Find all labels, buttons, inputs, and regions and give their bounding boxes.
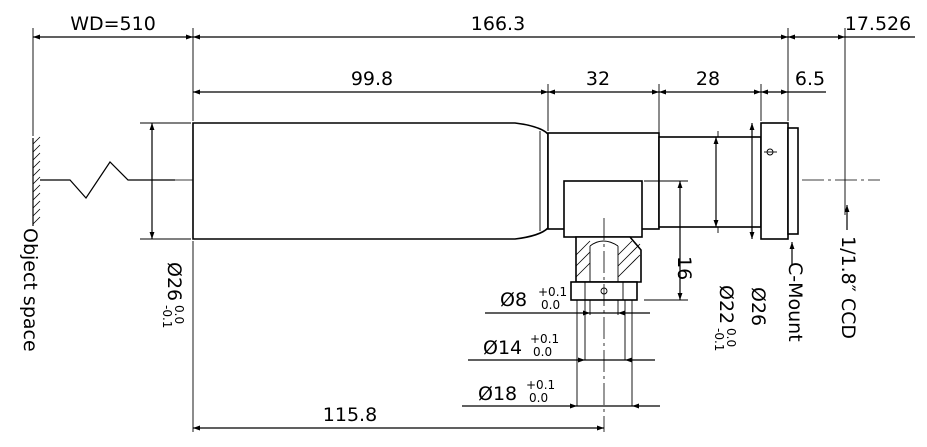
dim-barrel-diameter: Ø26 0.0 -0.1 [149, 123, 186, 328]
body-diameter-22-tol-upper: 0.0 [724, 328, 738, 347]
hole-14-tol-lower: 0.0 [533, 345, 552, 359]
break-line [40, 161, 175, 199]
section-28-label: 28 [696, 68, 720, 90]
working-distance-label: WD=510 [70, 13, 156, 35]
c-mount-label: C-Mount [784, 262, 806, 342]
hole-18-tol-lower: 0.0 [529, 391, 548, 405]
dim-total-length: 166.3 [193, 13, 788, 40]
dim-hole-18: Ø18 +0.1 0.0 [462, 378, 660, 409]
hole-18-tol-upper: +0.1 [526, 378, 555, 392]
sensor-label: 1/1.8″ CCD [837, 236, 859, 339]
dim-port-height: 16 [673, 181, 695, 300]
lens-body [192, 122, 799, 240]
back-focal-label: 17.526 [845, 13, 911, 35]
c-mount: C-Mount [784, 242, 806, 342]
dim-section-32: 32 [548, 68, 659, 95]
dim-section-28: 28 [659, 68, 761, 95]
dim-barrel-length: 99.8 [193, 68, 548, 95]
section-32-label: 32 [586, 68, 610, 90]
mount-length-label: 6.5 [795, 68, 825, 90]
hole-14-tol-upper: +0.1 [530, 332, 559, 346]
extension-lines [140, 28, 846, 432]
barrel-length-label: 99.8 [351, 68, 393, 90]
total-length-label: 166.3 [471, 13, 525, 35]
object-space-label: Object space [19, 228, 41, 352]
hole-18-label: Ø18 [478, 383, 517, 405]
dim-body-diameter-22: Ø22 0.0 -0.1 [712, 137, 738, 351]
dim-hole-8: Ø8 +0.1 0.0 [485, 285, 650, 316]
barrel-diameter-tol-upper: 0.0 [172, 305, 186, 324]
object-space: Object space [19, 228, 41, 352]
hole-8-tol-upper: +0.1 [538, 285, 567, 299]
barrel-diameter-tol-lower: -0.1 [160, 305, 174, 328]
dim-back-focal: 17.526 [788, 13, 915, 40]
barrel-diameter-label: Ø26 [163, 262, 185, 301]
dim-mount-length: 6.5 [761, 68, 826, 95]
dim-working-distance: WD=510 [33, 13, 193, 40]
object-plane [32, 28, 41, 226]
illumination-port [563, 180, 643, 432]
body-diameter-22-tol-lower: -0.1 [712, 328, 726, 351]
hole-8-tol-lower: 0.0 [541, 298, 560, 312]
dim-hole-14: Ø14 +0.1 0.0 [468, 332, 655, 363]
sensor: 1/1.8″ CCD [837, 205, 859, 339]
mount-diameter-label: Ø26 [747, 287, 769, 326]
port-offset-label: 115.8 [323, 404, 377, 426]
hole-14-label: Ø14 [483, 337, 522, 359]
dim-port-offset: 115.8 [193, 404, 604, 431]
body-diameter-22-label: Ø22 [715, 285, 737, 324]
dim-mount-diameter: Ø26 [747, 123, 769, 326]
hole-8-label: Ø8 [500, 289, 527, 311]
port-height-label: 16 [673, 256, 695, 280]
